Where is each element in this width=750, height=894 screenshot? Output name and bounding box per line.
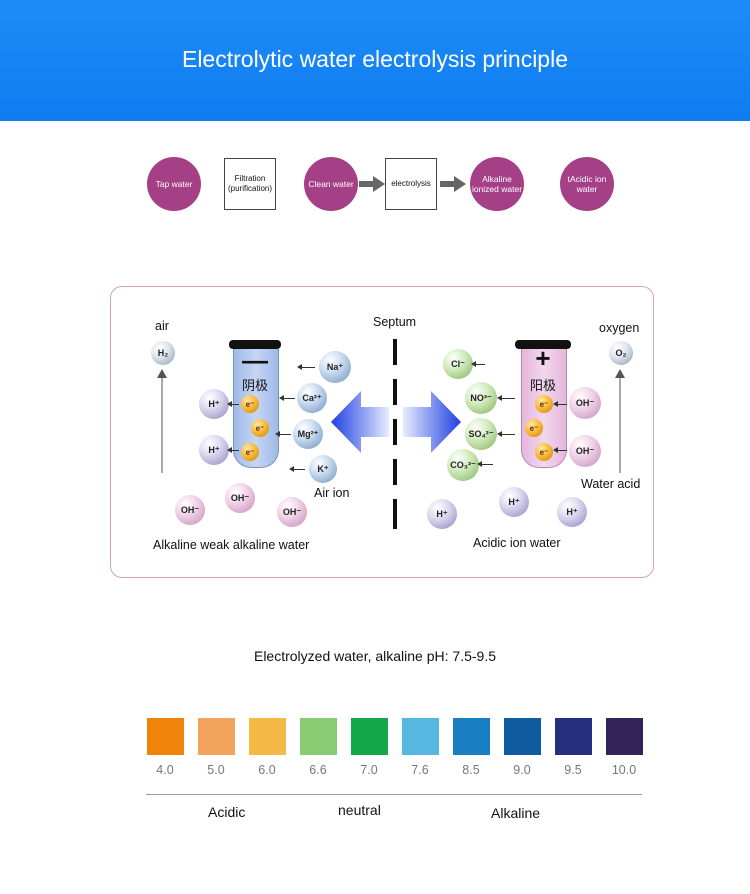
small-arrow-icon xyxy=(227,447,239,453)
flow-arrow-icon xyxy=(440,176,466,192)
big-left-arrow-icon xyxy=(331,391,389,453)
ph-scale-line xyxy=(146,794,642,795)
ph-swatch xyxy=(249,718,286,755)
h-plus-ion: H⁺ xyxy=(427,499,457,529)
flow-alkaline-water: Alkaline ionized water xyxy=(470,157,524,211)
septum-dash xyxy=(393,339,397,365)
ph-swatch xyxy=(351,718,388,755)
label-oxygen: oxygen xyxy=(599,321,640,335)
ph-label-acidic: Acidic xyxy=(208,804,246,820)
ph-swatch xyxy=(300,718,337,755)
up-arrow-icon xyxy=(615,369,625,473)
h2-ion: H₂ xyxy=(151,341,175,365)
oh-ion: OH⁻ xyxy=(277,497,307,527)
small-arrow-icon xyxy=(227,401,239,407)
flow-electrolysis: electrolysis xyxy=(385,158,437,210)
big-right-arrow-icon xyxy=(403,391,461,453)
small-arrow-icon xyxy=(553,401,567,407)
ph-label-alkaline: Alkaline xyxy=(491,805,541,821)
electron: e⁻ xyxy=(525,419,543,437)
small-arrow-icon xyxy=(497,431,515,437)
up-arrow-icon xyxy=(157,369,167,473)
header-banner: Electrolytic water electrolysis principl… xyxy=(0,0,750,121)
electron: e⁻ xyxy=(535,443,553,461)
small-arrow-icon xyxy=(553,447,567,453)
oh-ion: OH⁻ xyxy=(225,483,255,513)
cathode-label: 阴极 xyxy=(241,378,268,393)
no3-ion: NO³⁻ xyxy=(465,382,497,414)
flow-tap-water: Tap water xyxy=(147,157,201,211)
anode-sign: + xyxy=(535,343,551,373)
anode-label: 阳极 xyxy=(529,378,556,393)
septum-dash xyxy=(393,499,397,529)
small-arrow-icon xyxy=(471,361,485,367)
small-arrow-icon xyxy=(275,431,291,437)
ph-value: 9.5 xyxy=(564,763,582,777)
page-title: Electrolytic water electrolysis principl… xyxy=(181,46,568,72)
oh-ion: OH⁻ xyxy=(569,387,601,419)
electron: e⁻ xyxy=(241,443,259,461)
label-air-ion: Air ion xyxy=(314,486,350,500)
h-plus-ion: H⁺ xyxy=(499,487,529,517)
small-arrow-icon xyxy=(297,364,315,370)
ph-swatch xyxy=(555,718,592,755)
ph-value: 6.0 xyxy=(258,763,276,777)
electrolysis-diagram: air Septum oxygen H₂ O₂ — 阴极 e⁻ e⁻ e⁻ H⁺… xyxy=(110,286,654,578)
oh-ion: OH⁻ xyxy=(569,435,601,467)
label-alkaline-water: Alkaline weak alkaline water xyxy=(153,538,310,552)
ph-swatch xyxy=(606,718,643,755)
small-arrow-icon xyxy=(477,461,493,467)
ph-swatch xyxy=(504,718,541,755)
anode-cap xyxy=(515,340,571,349)
ph-value: 7.0 xyxy=(360,763,378,777)
cl-ion: Cl⁻ xyxy=(443,349,473,379)
ph-swatch xyxy=(402,718,439,755)
electron: e⁻ xyxy=(241,395,259,413)
label-septum: Septum xyxy=(373,315,417,329)
h-plus-ion: H⁺ xyxy=(557,497,587,527)
ph-value: 7.6 xyxy=(411,763,429,777)
flow-filtration: Filtration (purification) xyxy=(224,158,276,210)
septum-dash xyxy=(393,379,397,405)
h-plus-ion: H⁺ xyxy=(199,389,229,419)
septum-dash xyxy=(393,459,397,485)
label-water-acid: Water acid xyxy=(581,477,641,491)
ph-title: Electrolyzed water, alkaline pH: 7.5-9.5 xyxy=(253,648,496,664)
o2-ion: O₂ xyxy=(609,341,633,365)
mg-ion: Mg²⁺ xyxy=(293,419,323,449)
small-arrow-icon xyxy=(289,466,305,472)
oh-ion: OH⁻ xyxy=(175,495,205,525)
electron: e⁻ xyxy=(535,395,553,413)
label-air: air xyxy=(155,319,169,333)
flow-arrow-icon xyxy=(359,176,385,192)
ph-value: 9.0 xyxy=(513,763,531,777)
ph-value: 10.0 xyxy=(611,763,637,777)
cathode-sign: — xyxy=(242,345,268,375)
co3-ion: CO₃²⁻ xyxy=(447,449,479,481)
septum-dash xyxy=(393,419,397,445)
ca-ion: Ca²⁺ xyxy=(297,383,327,413)
ph-value: 5.0 xyxy=(207,763,225,777)
ph-swatch xyxy=(198,718,235,755)
electron: e⁻ xyxy=(251,419,269,437)
label-acidic-water: Acidic ion water xyxy=(473,536,561,550)
flow-clean-water: Clean water xyxy=(304,157,358,211)
small-arrow-icon xyxy=(279,395,295,401)
ph-label-neutral: neutral xyxy=(338,802,381,818)
na-ion: Na⁺ xyxy=(319,351,351,383)
ph-swatch xyxy=(147,718,184,755)
flow-acidic-water: tAcidic ion water xyxy=(560,157,614,211)
h-plus-ion: H⁺ xyxy=(199,435,229,465)
ph-value: 4.0 xyxy=(156,763,174,777)
so4-ion: SO₄²⁻ xyxy=(465,418,497,450)
ph-value: 6.6 xyxy=(309,763,327,777)
small-arrow-icon xyxy=(497,395,515,401)
ph-swatch xyxy=(453,718,490,755)
ph-value: 8.5 xyxy=(462,763,480,777)
cathode-cap xyxy=(229,340,281,349)
k-ion: K⁺ xyxy=(309,455,337,483)
